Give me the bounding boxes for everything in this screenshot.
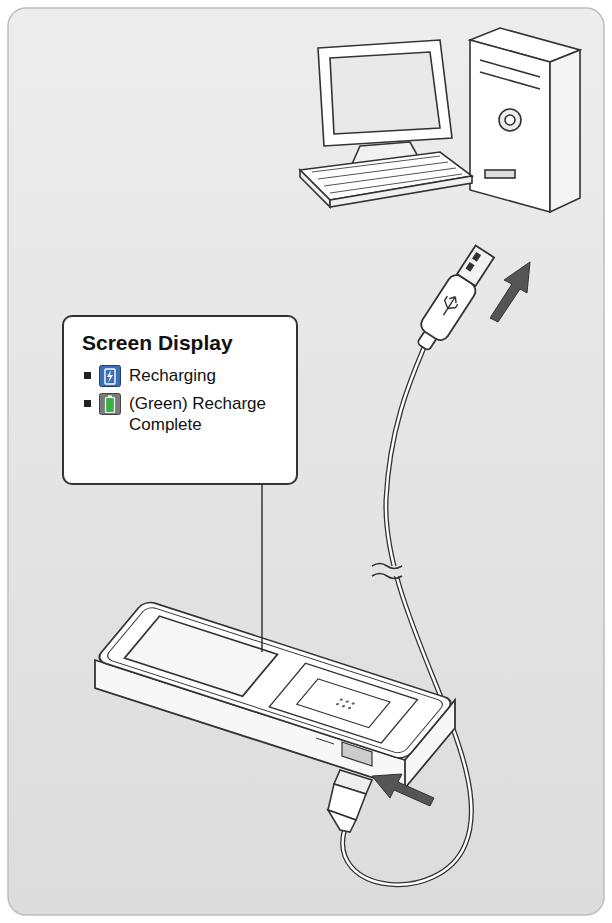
leader-line xyxy=(261,484,263,652)
display-item: Recharging xyxy=(82,365,282,387)
panel-ground xyxy=(8,8,604,915)
item-text: Recharging xyxy=(129,365,216,386)
mp3-player xyxy=(95,600,455,788)
bullet-mark xyxy=(84,400,91,407)
cable-break xyxy=(370,564,404,579)
usb-plug xyxy=(410,243,497,355)
insert-arrow xyxy=(490,262,530,322)
callout-heading: Screen Display xyxy=(82,331,282,355)
bullet-mark xyxy=(84,372,91,379)
item-text: (Green) Recharge Complete xyxy=(129,393,282,435)
player-screen xyxy=(125,616,278,696)
battery-full-icon xyxy=(99,393,121,415)
display-item: (Green) Recharge Complete xyxy=(82,393,282,435)
player-plug xyxy=(328,770,372,832)
computer xyxy=(300,28,580,212)
charging-icon xyxy=(99,365,121,387)
insert-arrow xyxy=(372,774,434,806)
callout-box: Screen DisplayRecharging (Green) Recharge… xyxy=(62,315,298,485)
